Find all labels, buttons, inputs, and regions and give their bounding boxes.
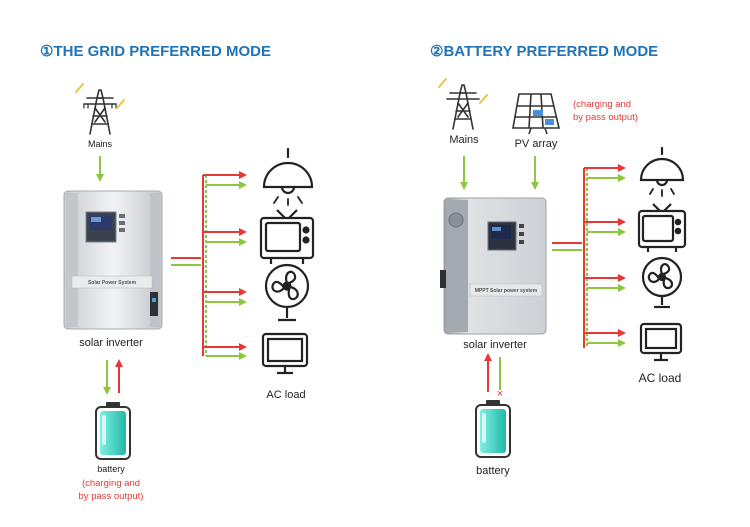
transmission-tower-icon <box>438 78 488 130</box>
battery-label: battery <box>97 464 125 474</box>
pv-note-line1: (charging and <box>573 99 631 110</box>
mains-label: Mains <box>88 139 113 149</box>
battery-note-line1: (charging and <box>82 478 140 489</box>
monitor-icon <box>639 322 683 362</box>
solar-inverter-device: MPPT Solar power system <box>440 197 547 335</box>
monitor-icon <box>261 332 309 375</box>
solar-inverter-device: Solar Power System <box>63 190 163 330</box>
inverter-label: solar inverter <box>463 339 527 351</box>
grid-preferred-title: ①THE GRID PREFERRED MODE <box>40 43 271 60</box>
fan-icon <box>264 263 310 322</box>
output-wiring <box>171 171 247 360</box>
pv-note-line2: by pass output) <box>573 112 638 123</box>
transmission-tower-icon <box>75 83 125 135</box>
inverter-panel-text: MPPT Solar power system <box>475 288 538 294</box>
battery-preferred-title: ②BATTERY PREFERRED MODE <box>430 43 658 60</box>
grid-preferred-panel: ①THE GRID PREFERRED MODE Mains Solar Po <box>40 43 315 502</box>
battery-icon <box>475 400 511 458</box>
blocked-mark: × <box>497 388 503 400</box>
inverter-panel-text: Solar Power System <box>88 280 137 286</box>
output-wiring <box>552 164 626 348</box>
solar-panel-icon <box>512 93 561 135</box>
lamp-icon <box>639 146 685 197</box>
battery-preferred-panel: ②BATTERY PREFERRED MODE Mains PV array (… <box>430 43 687 477</box>
fan-icon <box>641 256 683 309</box>
inverter-label: solar inverter <box>79 337 143 349</box>
pv-array-label: PV array <box>515 138 558 150</box>
lamp-icon <box>262 147 314 206</box>
load-label: AC load <box>639 371 682 385</box>
tv-icon <box>259 209 315 264</box>
tv-icon <box>637 203 687 252</box>
mains-label: Mains <box>449 134 479 146</box>
load-label: AC load <box>266 389 305 401</box>
battery-label: battery <box>476 465 510 477</box>
battery-icon <box>95 402 131 460</box>
battery-note-line2: by pass output) <box>79 491 144 502</box>
